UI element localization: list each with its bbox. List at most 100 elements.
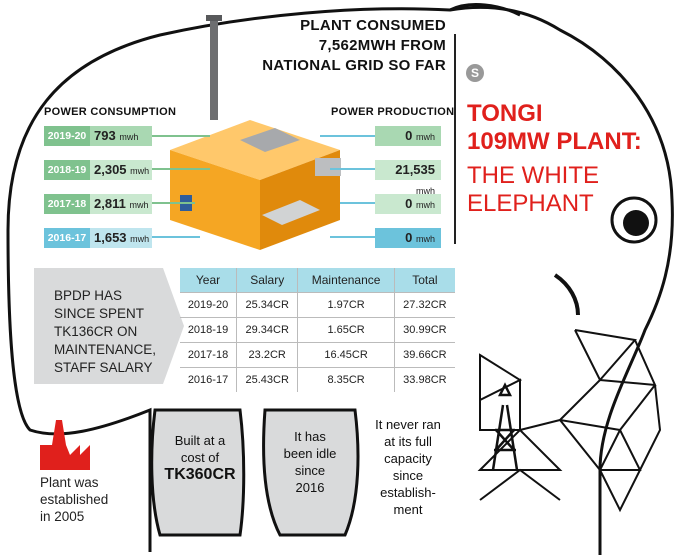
value-unit: mwh — [130, 234, 150, 244]
value-number: 21,535 — [395, 162, 435, 177]
note-line: since — [392, 468, 424, 483]
expense-table: Year Salary Maintenance Total 2019-20 25… — [180, 268, 455, 392]
value-number: 0 — [405, 128, 413, 143]
note-line: at its full — [384, 434, 432, 449]
value-unit: mwh — [130, 166, 150, 176]
cost-amount: TK360CR — [164, 466, 236, 483]
production-label: POWER PRODUCTION — [331, 106, 455, 118]
note-line: 2016 — [295, 480, 325, 495]
note-line: cost of — [180, 450, 220, 465]
note-line: since — [294, 463, 326, 478]
value-number: 2,811 — [94, 196, 126, 211]
note-line: It never ran — [375, 417, 441, 432]
production-value: 0 mwh — [375, 194, 441, 214]
cost-note: Built at a cost of TK360CR — [160, 432, 240, 483]
production-list: 0 mwh 21,535 mwh 0 mwh 0 mwh — [375, 126, 441, 248]
title: TONGI 109MW PLANT: — [467, 100, 642, 156]
idle-note: It has been idle since 2016 — [275, 428, 345, 496]
cell: 16.45CR — [297, 342, 395, 368]
note-line: It has — [294, 429, 326, 444]
production-value: 21,535 mwh — [375, 160, 441, 196]
table-row: 2018-19 29.34CR 1.65CR 30.99CR — [180, 317, 455, 343]
title-line: TONGI — [467, 100, 543, 127]
value-number: 0 — [405, 230, 413, 245]
year-badge: 2019-20 — [44, 126, 90, 146]
value-number: 2,305 — [94, 162, 127, 177]
consumption-row: 2016-17 1,653 mwh — [44, 228, 152, 248]
bpdp-arrow — [34, 268, 184, 384]
subtitle-line: ELEPHANT — [467, 190, 594, 217]
header-maintenance: Maintenance — [297, 268, 395, 293]
consumption-label: POWER CONSUMPTION — [44, 106, 177, 118]
headline: PLANT CONSUMED 7,562MWH FROM NATIONAL GR… — [246, 16, 446, 76]
header-total: Total — [393, 268, 455, 293]
title-line: 109MW PLANT: — [467, 128, 642, 155]
factory-roof — [170, 120, 340, 180]
note-line: TK136CR ON — [54, 324, 138, 339]
table-row: 2016-17 25.43CR 8.35CR 33.98CR — [180, 367, 455, 392]
cell: 1.65CR — [297, 317, 395, 343]
cell: 33.98CR — [393, 367, 455, 392]
publisher-logo: S — [466, 64, 484, 82]
value-unit: mwh — [415, 234, 435, 244]
value-unit: mwh — [129, 200, 149, 210]
note-line: ment — [393, 502, 423, 517]
value-unit: mwh — [119, 132, 139, 142]
bpdp-note: BPDP HAS SINCE SPENT TK136CR ON MAINTENA… — [54, 287, 156, 377]
consumption-value: 793 mwh — [90, 126, 152, 146]
consumption-list: 2019-20 793 mwh 2018-19 2,305 mwh 2017-1… — [44, 126, 152, 248]
cell: 1.97CR — [297, 292, 395, 318]
chimney — [210, 20, 218, 120]
headline-line: PLANT CONSUMED — [300, 17, 446, 34]
consumption-row: 2017-18 2,811 mwh — [44, 194, 152, 214]
note-line: MAINTENANCE, — [54, 342, 157, 357]
year-badge: 2018-19 — [44, 160, 90, 180]
cell: 25.43CR — [235, 367, 298, 392]
header-salary: Salary — [235, 268, 298, 293]
cell: 29.34CR — [235, 317, 298, 343]
production-value: 0 mwh — [375, 228, 441, 248]
header-year: Year — [180, 268, 237, 293]
note-line: been idle — [283, 446, 337, 461]
value-number: 0 — [405, 196, 413, 211]
value-unit: mwh — [415, 132, 435, 142]
cell: 2016-17 — [180, 367, 237, 392]
cell: 27.32CR — [393, 292, 455, 318]
consumption-row: 2018-19 2,305 mwh — [44, 160, 152, 180]
value-unit: mwh — [415, 186, 435, 196]
note-line: Built at a — [174, 433, 226, 448]
subtitle-line: THE WHITE — [467, 162, 599, 189]
year-badge: 2016-17 — [44, 228, 90, 248]
cell: 39.66CR — [393, 342, 455, 368]
cell: 2018-19 — [180, 317, 237, 343]
note-line: SINCE SPENT — [54, 306, 145, 321]
note-line: Plant was — [40, 475, 99, 490]
consumption-value: 2,305 mwh — [90, 160, 152, 180]
note-line: BPDP HAS — [54, 288, 123, 303]
note-line: STAFF SALARY — [54, 360, 153, 375]
note-line: establish- — [380, 485, 436, 500]
consumption-value: 2,811 mwh — [90, 194, 152, 214]
value-number: 1,653 — [94, 230, 127, 245]
cell: 8.35CR — [297, 367, 395, 392]
cell: 25.34CR — [235, 292, 298, 318]
table-row: 2019-20 25.34CR 1.97CR 27.32CR — [180, 292, 455, 318]
table-row: 2017-18 23.2CR 16.45CR 39.66CR — [180, 342, 455, 368]
cell: 2017-18 — [180, 342, 237, 368]
value-number: 793 — [94, 128, 116, 143]
cell: 2019-20 — [180, 292, 237, 318]
year-badge: 2017-18 — [44, 194, 90, 214]
established-note: Plant was established in 2005 — [40, 474, 108, 525]
table-header-row: Year Salary Maintenance Total — [180, 268, 455, 293]
subtitle: THE WHITE ELEPHANT — [467, 162, 599, 218]
cell: 23.2CR — [235, 342, 298, 368]
production-value: 0 mwh — [375, 126, 441, 146]
consumption-value: 1,653 mwh — [90, 228, 152, 248]
capacity-note: It never ran at its full capacity since … — [368, 416, 448, 518]
headline-line: 7,562MWH FROM — [318, 37, 446, 54]
consumption-row: 2019-20 793 mwh — [44, 126, 152, 146]
value-unit: mwh — [415, 200, 435, 210]
note-line: in 2005 — [40, 509, 85, 524]
cell: 30.99CR — [393, 317, 455, 343]
